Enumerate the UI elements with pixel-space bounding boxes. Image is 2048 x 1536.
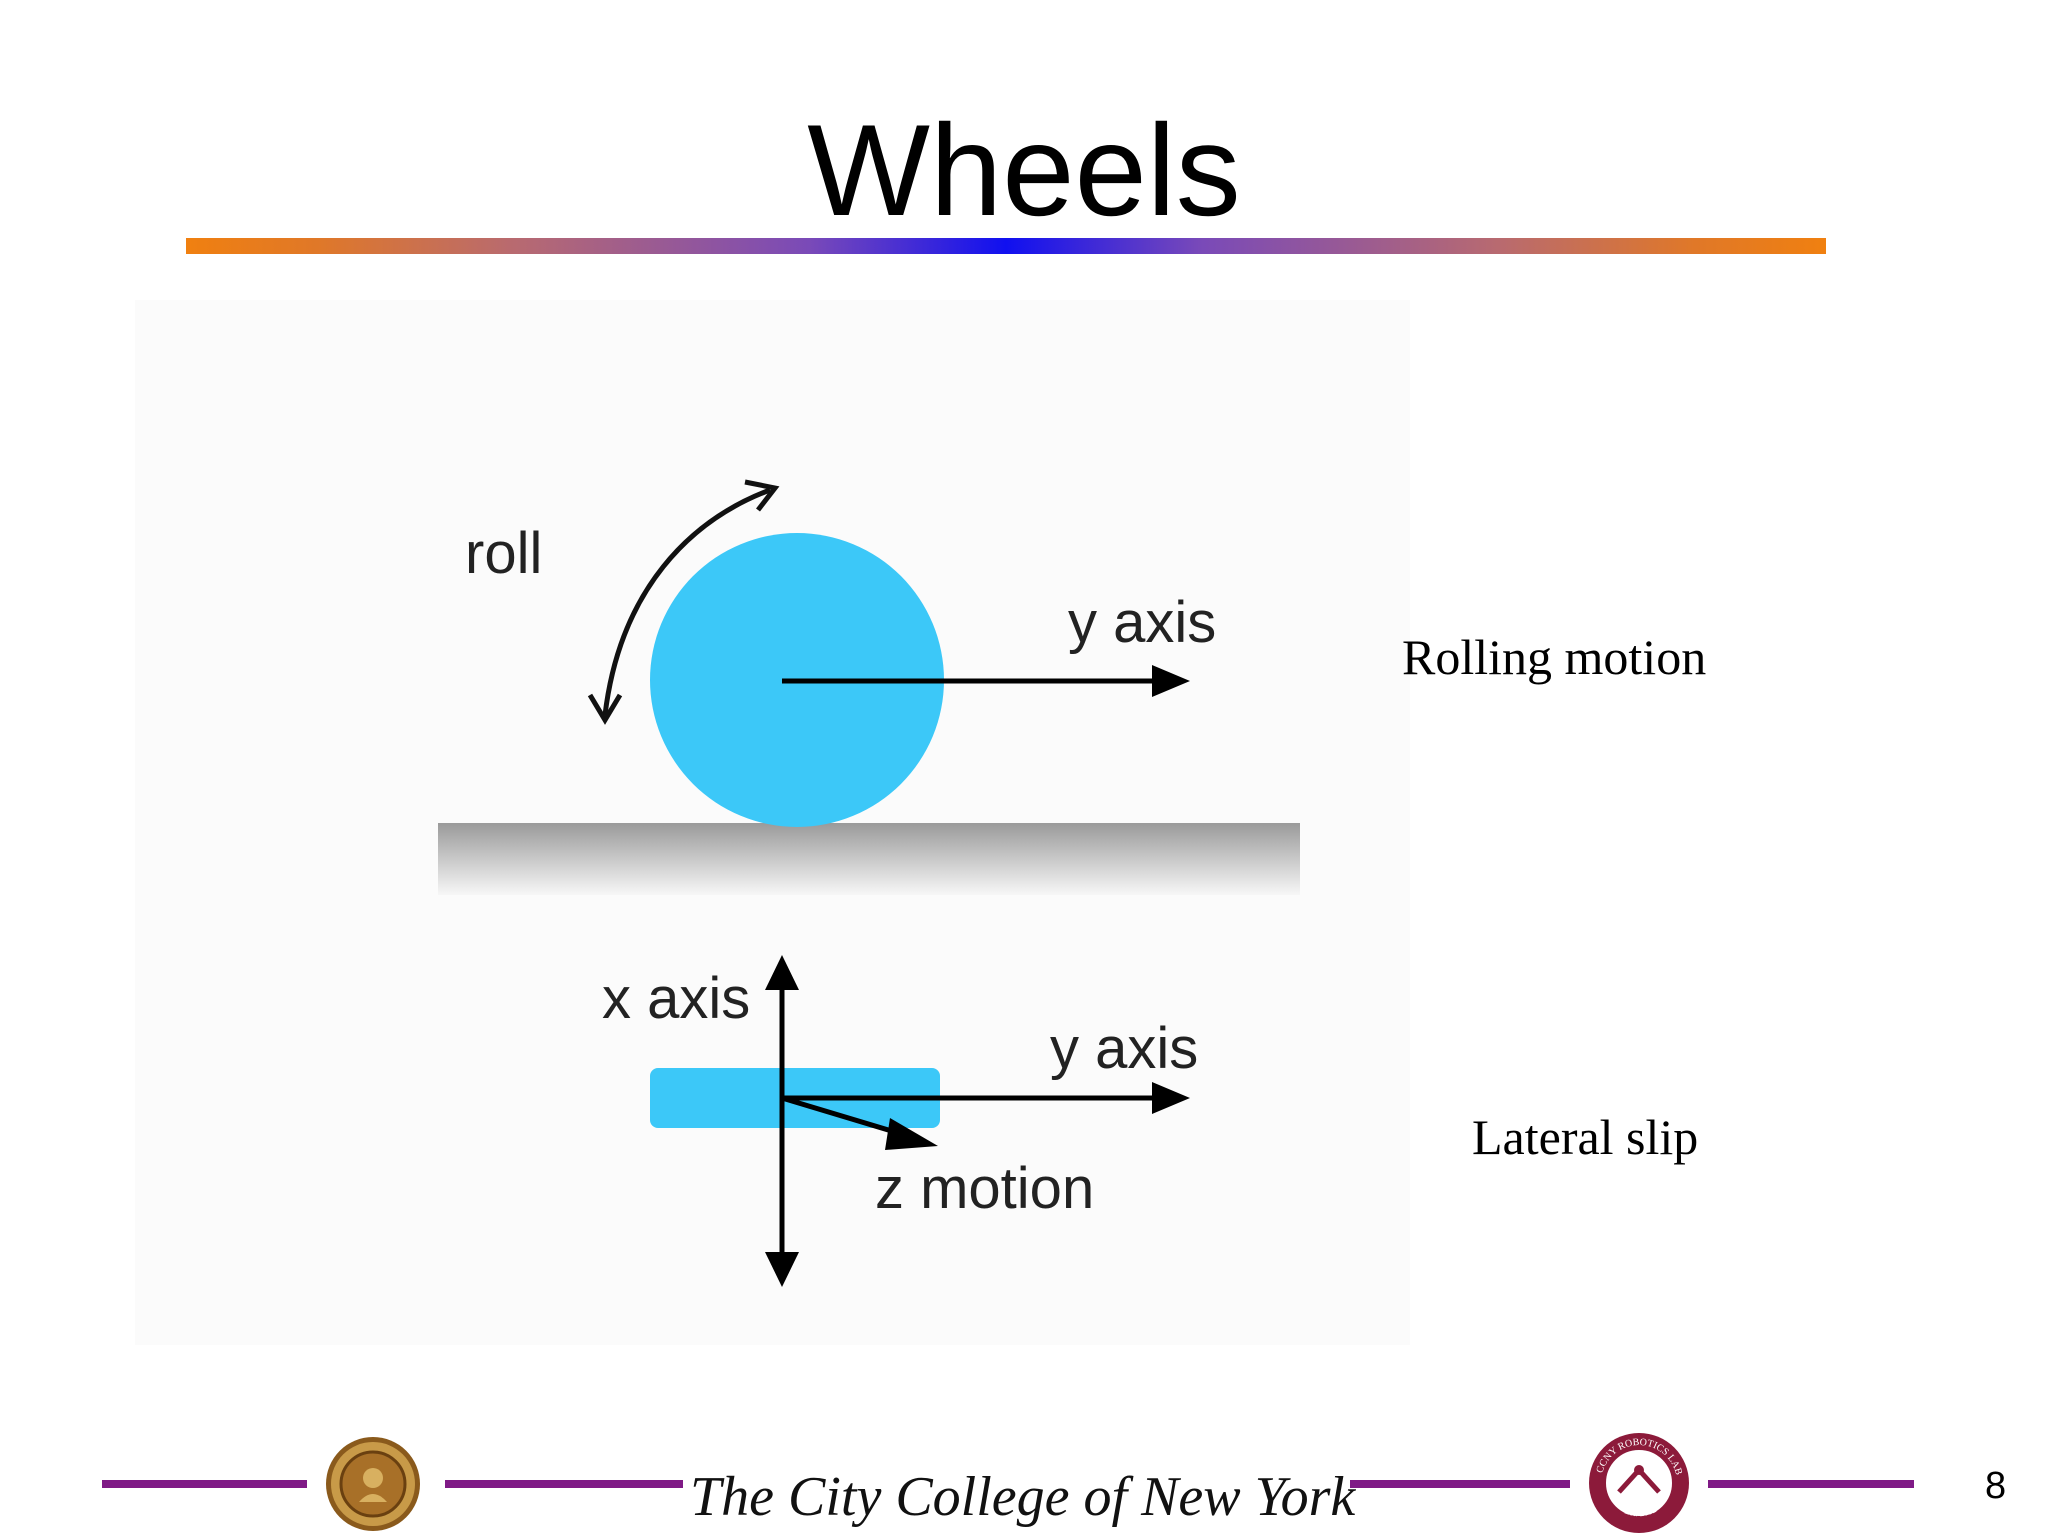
y-axis-arrowhead-top-icon	[1152, 665, 1190, 697]
ccny-robotics-lab-logo: CCNY ROBOTICS LAB Est. 2002	[1589, 1433, 1689, 1533]
x-axis-label: x axis	[602, 966, 750, 1031]
ccny-seal-icon	[326, 1437, 420, 1531]
roll-label: roll	[465, 521, 542, 586]
footer-line-left-1	[102, 1480, 307, 1488]
roll-arrowhead-bottom-icon	[587, 693, 623, 725]
rolling-motion-caption: Rolling motion	[1402, 629, 1707, 685]
y-axis-label-top: y axis	[1068, 590, 1216, 655]
footer-college-name: The City College of New York	[690, 1466, 1356, 1528]
z-motion-arrow	[781, 1095, 906, 1138]
z-motion-label: z motion	[875, 1156, 1094, 1221]
z-motion-arrowhead-icon	[885, 1118, 938, 1150]
roll-arrow-icon	[602, 487, 771, 716]
title-underline-bar	[186, 238, 1826, 254]
lateral-slip-caption: Lateral slip	[1472, 1109, 1699, 1165]
page-number: 8	[1985, 1465, 2007, 1507]
footer-line-left-2	[445, 1480, 683, 1488]
robotics-lab-seal-bottom-text: Est. 2002	[1623, 1504, 1657, 1518]
roll-arrowhead-top-icon	[744, 479, 780, 512]
footer-line-right-2	[1708, 1480, 1914, 1488]
footer-line-right-1	[1350, 1480, 1570, 1488]
x-axis-arrowhead-down-icon	[765, 1252, 799, 1287]
y-axis-label-bottom: y axis	[1050, 1016, 1198, 1081]
slide-title: Wheels	[807, 97, 1241, 243]
ground-surface	[438, 823, 1300, 895]
y-axis-arrowhead-bottom-icon	[1152, 1082, 1190, 1114]
x-axis-arrowhead-up-icon	[765, 955, 799, 990]
